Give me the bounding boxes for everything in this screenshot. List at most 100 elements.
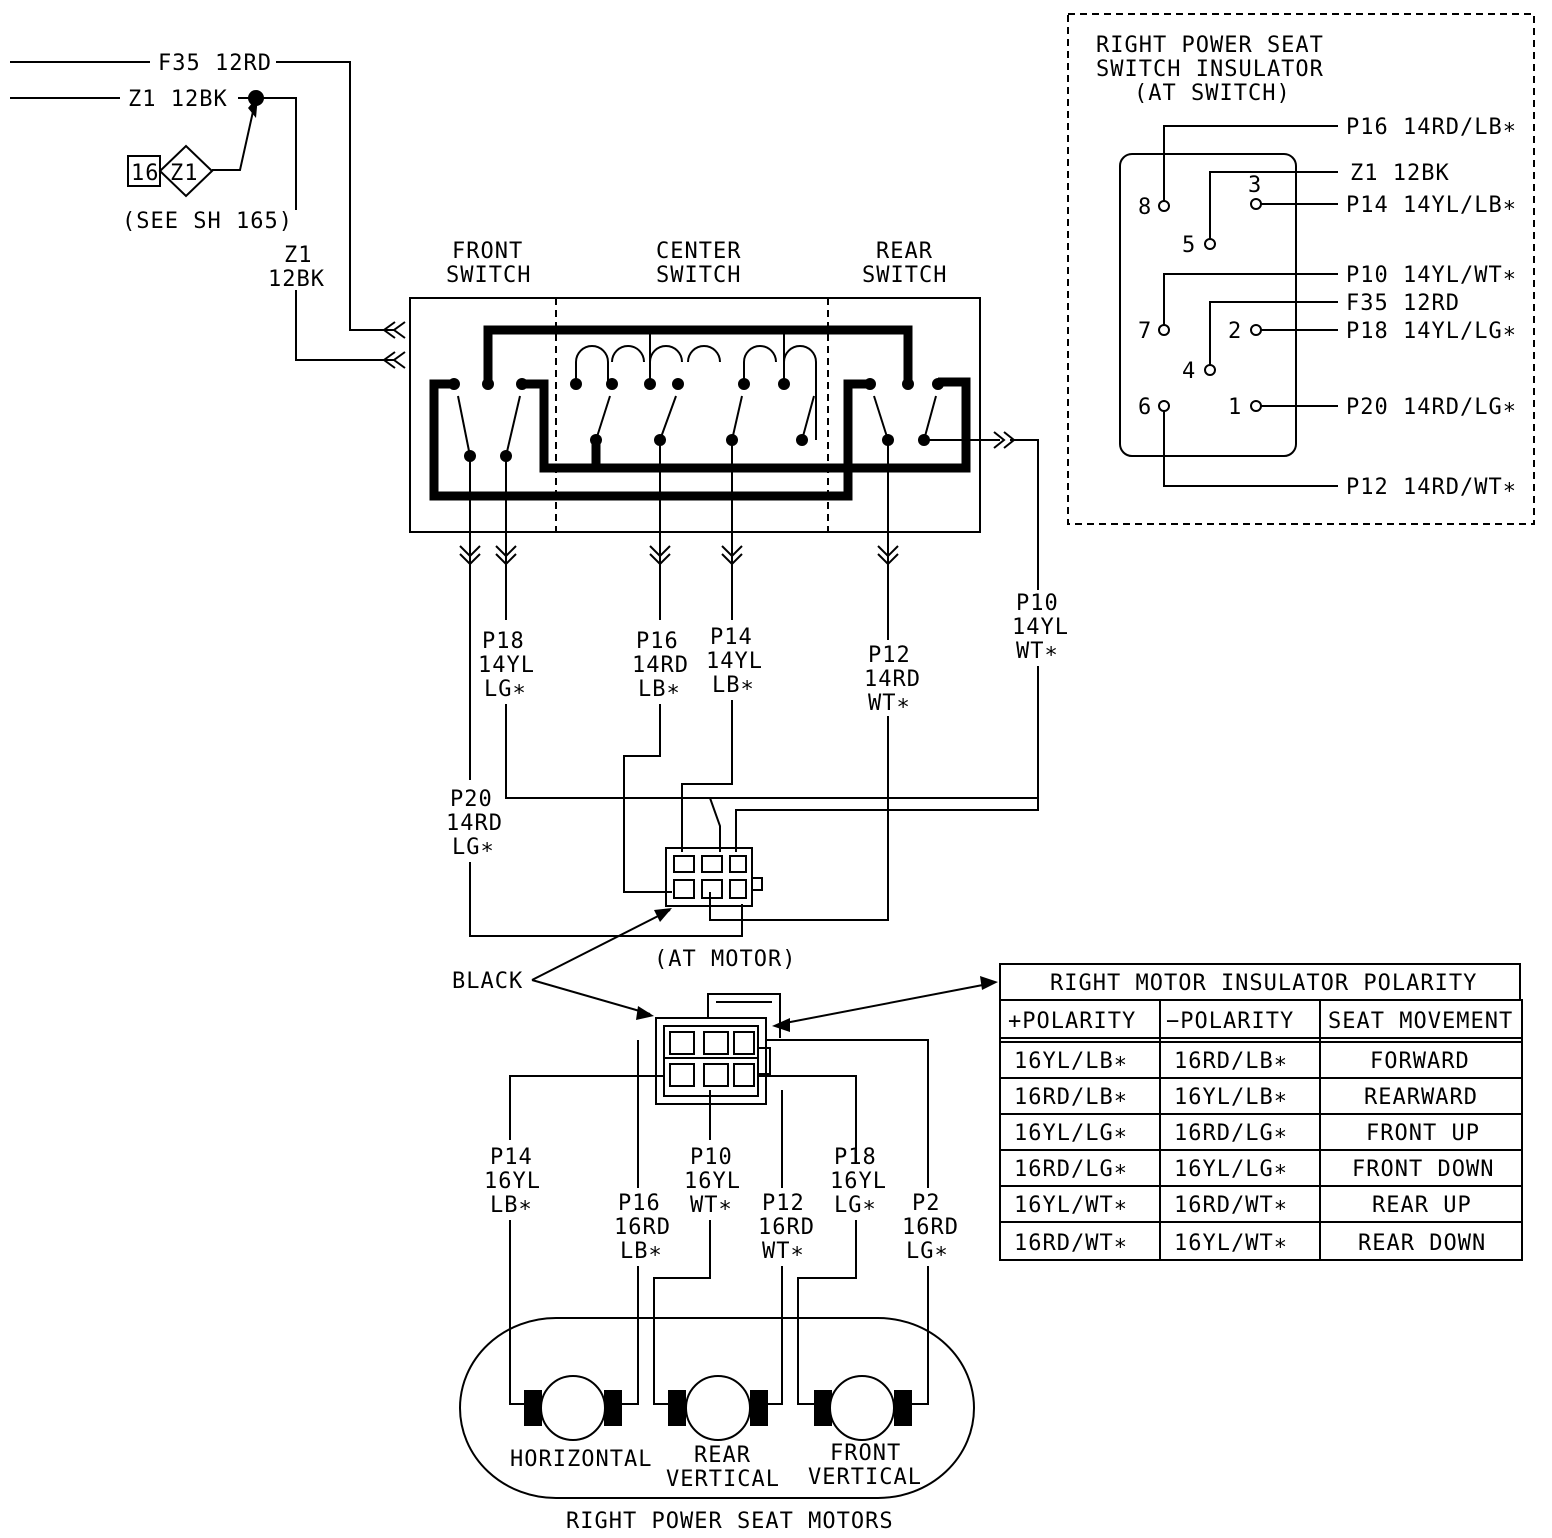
center-switch-label-2: SWITCH bbox=[656, 263, 741, 288]
table-cell: 16YL/LB∗ bbox=[1014, 1049, 1128, 1074]
table-cell: REAR UP bbox=[1372, 1193, 1472, 1218]
sw-p10-label-1: P10 bbox=[1016, 591, 1059, 616]
sw-p10-label-3: WT∗ bbox=[1016, 639, 1059, 664]
mw-p14-label-2: 16YL bbox=[484, 1169, 541, 1194]
table-cell: FRONT UP bbox=[1366, 1121, 1480, 1146]
pin-1-label: 1 bbox=[1228, 395, 1242, 420]
table-cell: 16YL/WT∗ bbox=[1014, 1193, 1128, 1218]
table-cell: 16YL/LG∗ bbox=[1014, 1121, 1128, 1146]
sw-p14-label-3: LB∗ bbox=[712, 673, 755, 698]
table-cell: FRONT DOWN bbox=[1352, 1157, 1494, 1182]
sw-p16-label-3: LB∗ bbox=[638, 677, 681, 702]
sw-p18-label-1: P18 bbox=[482, 629, 525, 654]
sw-p20-label-2: 14RD bbox=[446, 811, 503, 836]
sw-p14-label-2: 14YL bbox=[706, 649, 763, 674]
mw-p18-label-2: 16YL bbox=[830, 1169, 887, 1194]
z1-vertical-label-1: Z1 bbox=[284, 243, 313, 268]
table-cell: 16RD/LB∗ bbox=[1014, 1085, 1128, 1110]
ins-wire-f35: F35 12RD bbox=[1346, 291, 1460, 316]
header-seat-movement: SEAT MOVEMENT bbox=[1328, 1009, 1513, 1034]
sw-p20-label-3: LG∗ bbox=[452, 835, 495, 860]
sw-p16-label-1: P16 bbox=[636, 629, 679, 654]
ground-ref-see-sheet: (SEE SH 165) bbox=[122, 209, 293, 234]
header-minus-polarity: −POLARITY bbox=[1166, 1009, 1294, 1034]
insulator-title-2: SWITCH INSULATOR bbox=[1096, 57, 1324, 82]
rear-vertical-label-1: REAR bbox=[694, 1443, 751, 1468]
center-switch-label-1: CENTER bbox=[656, 239, 741, 264]
black-label: BLACK bbox=[452, 969, 523, 994]
table-cell: 16RD/WT∗ bbox=[1174, 1193, 1288, 1218]
ground-reference: 16 Z1 (SEE SH 165) bbox=[122, 96, 293, 234]
f35-wire-label: F35 12RD bbox=[158, 51, 272, 76]
insulator-title-3: (AT SWITCH) bbox=[1134, 81, 1291, 106]
motor-insulator bbox=[655, 993, 781, 1105]
pin-5-label: 5 bbox=[1182, 233, 1196, 258]
seat-motors: HORIZONTAL REAR VERTICAL FRONT VERTICAL … bbox=[459, 1317, 975, 1534]
mw-p12-label-3: WT∗ bbox=[762, 1239, 805, 1264]
mw-p16-label-1: P16 bbox=[618, 1191, 661, 1216]
sw-p12-label-2: 14RD bbox=[864, 667, 921, 692]
sw-p18-label-2: 14YL bbox=[478, 653, 535, 678]
ins-wire-p20: P20 14RD/LG∗ bbox=[1346, 395, 1517, 420]
mw-p2-label-2: 16RD bbox=[902, 1215, 959, 1240]
table-cell: REAR DOWN bbox=[1358, 1231, 1486, 1256]
pin-4-label: 4 bbox=[1182, 359, 1196, 384]
sw-p10-label-2: 14YL bbox=[1012, 615, 1069, 640]
switch-insulator-panel: RIGHT POWER SEAT SWITCH INSULATOR (AT SW… bbox=[1067, 13, 1535, 525]
rear-vertical-motor bbox=[668, 1375, 768, 1441]
horizontal-label: HORIZONTAL bbox=[510, 1447, 652, 1472]
horizontal-motor bbox=[524, 1375, 622, 1441]
table-cell: 16YL/WT∗ bbox=[1174, 1231, 1288, 1256]
mw-p14-label-1: P14 bbox=[490, 1145, 533, 1170]
ground-ref-circuit: Z1 bbox=[170, 161, 199, 186]
sw-p12-label-1: P12 bbox=[868, 643, 911, 668]
ins-wire-p18: P18 14YL/LG∗ bbox=[1346, 319, 1517, 344]
switch-output-wires: P18 14YL LG∗ P16 14RD LB∗ P14 14YL LB∗ P… bbox=[446, 431, 1069, 937]
motor-wires: P14 16YL LB∗ P16 16RD LB∗ P10 16YL WT∗ P… bbox=[484, 1039, 959, 1405]
ins-wire-z1: Z1 12BK bbox=[1350, 161, 1450, 186]
sw-p18-label-3: LG∗ bbox=[484, 677, 527, 702]
table-cell: 16RD/WT∗ bbox=[1014, 1231, 1128, 1256]
mw-p12-label-2: 16RD bbox=[758, 1215, 815, 1240]
rear-vertical-label-2: VERTICAL bbox=[666, 1467, 780, 1492]
mw-p16-label-3: LB∗ bbox=[620, 1239, 663, 1264]
mw-p10-label-3: WT∗ bbox=[690, 1193, 733, 1218]
ground-ref-box-number: 16 bbox=[131, 161, 160, 186]
front-vertical-motor bbox=[814, 1375, 912, 1441]
mw-p10-label-2: 16YL bbox=[684, 1169, 741, 1194]
mw-p16-label-2: 16RD bbox=[614, 1215, 671, 1240]
z1-wire-label: Z1 12BK bbox=[128, 87, 228, 112]
table-cell: REARWARD bbox=[1364, 1085, 1478, 1110]
table-cell: FORWARD bbox=[1370, 1049, 1470, 1074]
insulator-title-1: RIGHT POWER SEAT bbox=[1096, 33, 1324, 58]
pin-2-label: 2 bbox=[1228, 319, 1242, 344]
sw-p14-label-1: P14 bbox=[710, 625, 753, 650]
at-motor-label: (AT MOTOR) bbox=[654, 947, 796, 972]
ins-wire-p10: P10 14YL/WT∗ bbox=[1346, 263, 1517, 288]
front-vertical-label-2: VERTICAL bbox=[808, 1465, 922, 1490]
switch-contacts bbox=[448, 378, 944, 462]
ins-wire-p12: P12 14RD/WT∗ bbox=[1346, 475, 1517, 500]
mw-p12-label-1: P12 bbox=[762, 1191, 805, 1216]
polarity-table-title: RIGHT MOTOR INSULATOR POLARITY bbox=[1050, 971, 1477, 996]
mw-p14-label-3: LB∗ bbox=[490, 1193, 533, 1218]
ins-wire-p14: P14 14YL/LB∗ bbox=[1346, 193, 1517, 218]
at-motor-connector: (AT MOTOR) bbox=[654, 847, 796, 972]
front-switch-label-2: SWITCH bbox=[446, 263, 531, 288]
input-wires: F35 12RD Z1 12BK Z1 12BK bbox=[10, 51, 406, 369]
z1-vertical-label-2: 12BK bbox=[268, 267, 325, 292]
motors-title: RIGHT POWER SEAT MOTORS bbox=[566, 1509, 894, 1534]
table-cell: 16YL/LG∗ bbox=[1174, 1157, 1288, 1182]
pin-7-label: 7 bbox=[1138, 319, 1152, 344]
polarity-arrow bbox=[772, 976, 998, 1032]
rear-switch-label-1: REAR bbox=[876, 239, 933, 264]
mw-p2-label-1: P2 bbox=[912, 1191, 941, 1216]
pin-8-label: 8 bbox=[1138, 195, 1152, 220]
pin-3-label: 3 bbox=[1248, 173, 1262, 198]
front-vertical-label-1: FRONT bbox=[830, 1441, 901, 1466]
table-cell: 16RD/LG∗ bbox=[1174, 1121, 1288, 1146]
pin-6-label: 6 bbox=[1138, 395, 1152, 420]
mw-p18-label-3: LG∗ bbox=[834, 1193, 877, 1218]
ins-wire-p16: P16 14RD/LB∗ bbox=[1346, 115, 1517, 140]
